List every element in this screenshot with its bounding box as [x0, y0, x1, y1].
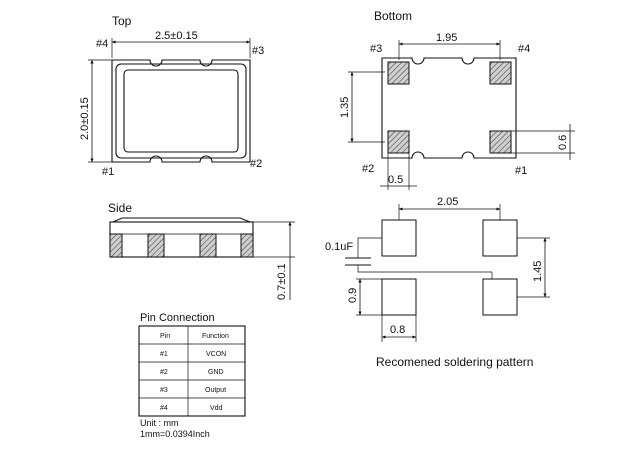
top-pin1-label: #1: [102, 166, 114, 178]
side-view: Side 0.7±0.1: [108, 201, 295, 300]
bottom-pad-height-label: 0.6: [557, 135, 569, 150]
pin-table-header-pin: Pin: [160, 333, 170, 340]
side-body: [109, 221, 254, 258]
bottom-view-title: Bottom: [374, 9, 412, 23]
side-view-title: Side: [108, 201, 132, 215]
top-lid-rim: [115, 63, 247, 159]
solder-pad-height-label: 0.9: [347, 288, 359, 303]
side-height-label: 0.7±0.1: [276, 263, 288, 300]
top-pin4-label: #4: [96, 38, 108, 50]
solder-pad-bottom-left: [381, 278, 417, 316]
pin-table-title: Pin Connection: [140, 312, 215, 324]
solder-pad-top-left: [381, 219, 417, 257]
top-height-label: 2.0±0.15: [79, 97, 91, 140]
pin-table-cell: #1: [160, 351, 168, 358]
bottom-pad-3: [387, 61, 410, 85]
bottom-pin2-label: #2: [362, 163, 374, 175]
bottom-pin1-label: #1: [515, 165, 527, 177]
top-lid: [123, 69, 239, 153]
soldering-caption: Recomened soldering pattern: [376, 355, 533, 369]
pin-table-cell: #3: [160, 387, 168, 394]
solder-pad-top-right: [482, 219, 518, 257]
side-lid: [112, 217, 251, 223]
bottom-pad-1: [489, 130, 512, 154]
unit-conversion: 1mm=0.0394Inch: [140, 429, 210, 439]
bottom-pad-width-label: 0.5: [388, 174, 403, 186]
bottom-pin3-label: #3: [370, 43, 382, 55]
pin-table-cell: VCON: [206, 351, 226, 358]
solder-pitch-y-label: 1.45: [532, 261, 544, 282]
pin-table-header-function: Function: [202, 333, 229, 340]
pin-table-cell: Output: [205, 387, 226, 394]
bottom-pitch-y-label: 1.35: [339, 97, 351, 118]
pin-table-cell: #4: [160, 405, 168, 412]
top-package-outline: [111, 59, 251, 163]
pin-table-cell: Vdd: [210, 405, 223, 412]
bottom-pad-4: [489, 61, 512, 85]
solder-pad-bottom-right: [482, 278, 518, 316]
bottom-view: Bottom 1.95 1.35 0.5 0.6 #3 #4 #2 #1: [339, 9, 575, 190]
bottom-pin4-label: #4: [518, 43, 530, 55]
soldering-pattern: 2.05 0.1uF 1.45 0.9 0.8 Recomened solder…: [325, 196, 550, 369]
solder-pitch-x-label: 2.05: [437, 196, 458, 208]
bottom-pad-2: [387, 130, 410, 154]
bottom-pitch-x-label: 1.95: [436, 32, 457, 44]
unit-label: Unit : mm: [140, 418, 179, 428]
top-view-title: Top: [112, 14, 132, 28]
top-view: Top 2.5±0.15 2.0±0.15 #4 #3 #1 #2: [79, 14, 264, 178]
bottom-package-outline: [381, 57, 517, 159]
capacitor-label: 0.1uF: [325, 241, 353, 253]
solder-pad-width-label: 0.8: [390, 324, 405, 336]
top-pin3-label: #3: [252, 45, 264, 57]
top-width-label: 2.5±0.15: [155, 30, 198, 42]
pin-connection-table: Pin Connection Pin Function #1 VCON #2 G…: [138, 312, 246, 417]
pin-table-cell: #2: [160, 369, 168, 376]
pin-table-cell: GND: [208, 369, 224, 376]
top-pin2-label: #2: [250, 158, 262, 170]
